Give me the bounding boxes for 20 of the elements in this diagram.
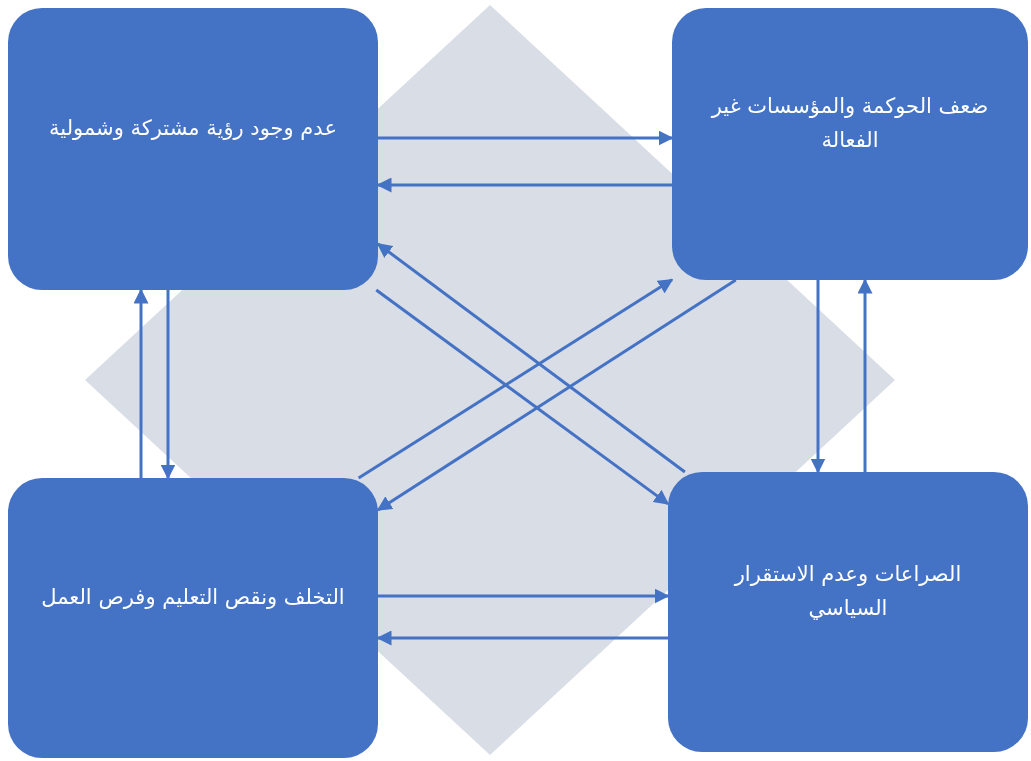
- box-label: الصراعات وعدم الاستقرار السياسي: [733, 561, 963, 622]
- arrow: [378, 588, 670, 604]
- process-box: [8, 8, 378, 290]
- box-label: ضعف الحوكمة والمؤسسات غير الفعالة: [710, 93, 990, 154]
- process-box: [668, 472, 1028, 752]
- arrow: [357, 278, 674, 480]
- arrow: [376, 278, 737, 512]
- arrow: [376, 177, 672, 193]
- arrow: [857, 278, 873, 472]
- process-box: [8, 478, 378, 758]
- arrow: [375, 288, 670, 506]
- arrow: [378, 130, 674, 146]
- arrow: [160, 290, 176, 480]
- arrow: [810, 280, 826, 474]
- process-box: [672, 8, 1028, 280]
- arrow: [133, 288, 149, 478]
- box-label: التخلف ونقص التعليم وفرص العمل: [41, 584, 345, 612]
- arrow: [376, 242, 686, 474]
- arrow: [376, 630, 668, 646]
- box-label: عدم وجود رؤية مشتركة وشمولية: [49, 115, 337, 143]
